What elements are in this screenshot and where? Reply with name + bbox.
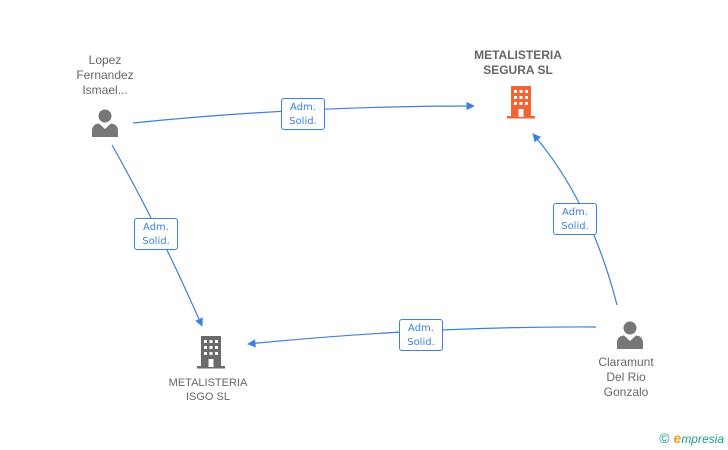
person-name-line: Ismael... xyxy=(82,83,128,97)
person-name-line: Claramunt xyxy=(598,355,654,369)
company-name-line: ISGO SL xyxy=(185,391,231,403)
building-icon[interactable] xyxy=(505,85,537,119)
person-name-line: Fernandez xyxy=(76,68,134,82)
person-label-claramunt[interactable]: Claramunt Del Rio Gonzalo xyxy=(580,355,672,400)
edge-label-line: Adm. xyxy=(408,323,434,334)
edge-label-line: Solid. xyxy=(407,337,435,348)
edge-label-line: Solid. xyxy=(142,236,170,247)
edge-label-line: Adm. xyxy=(562,207,588,218)
copyright-icon: © xyxy=(659,430,670,446)
company-label-isgo[interactable]: METALISTERIA ISGO SL xyxy=(148,376,268,404)
person-name-line: Gonzalo xyxy=(603,385,649,399)
edge-label-line: Adm. xyxy=(143,222,169,233)
brand-name: mpresia xyxy=(681,432,724,446)
person-label-lopez[interactable]: Lopez Fernandez Ismael... xyxy=(60,53,150,98)
brand-logo-letter: e xyxy=(673,430,682,446)
edge-label-claramunt-isgo[interactable]: Adm. Solid. xyxy=(399,319,443,351)
footer-credit[interactable]: ©empresia xyxy=(659,430,724,446)
company-name-line: SEGURA SL xyxy=(483,63,553,77)
person-name-line: Del Rio xyxy=(606,370,646,384)
edge-label-line: Adm. xyxy=(290,102,316,113)
company-name-line: METALISTERIA xyxy=(168,377,248,389)
building-icon[interactable] xyxy=(195,335,227,369)
person-icon[interactable] xyxy=(90,107,120,137)
company-label-segura[interactable]: METALISTERIA SEGURA SL xyxy=(458,48,578,78)
edge-label-line: Solid. xyxy=(561,221,589,232)
person-icon[interactable] xyxy=(615,319,645,349)
edge-label-lopez-isgo[interactable]: Adm. Solid. xyxy=(134,218,178,250)
person-name-line: Lopez xyxy=(88,53,122,67)
company-name-line: METALISTERIA xyxy=(474,48,562,62)
edge-label-claramunt-segura[interactable]: Adm. Solid. xyxy=(553,203,597,235)
edge-label-line: Solid. xyxy=(289,116,317,127)
edge-label-lopez-segura[interactable]: Adm. Solid. xyxy=(281,98,325,130)
